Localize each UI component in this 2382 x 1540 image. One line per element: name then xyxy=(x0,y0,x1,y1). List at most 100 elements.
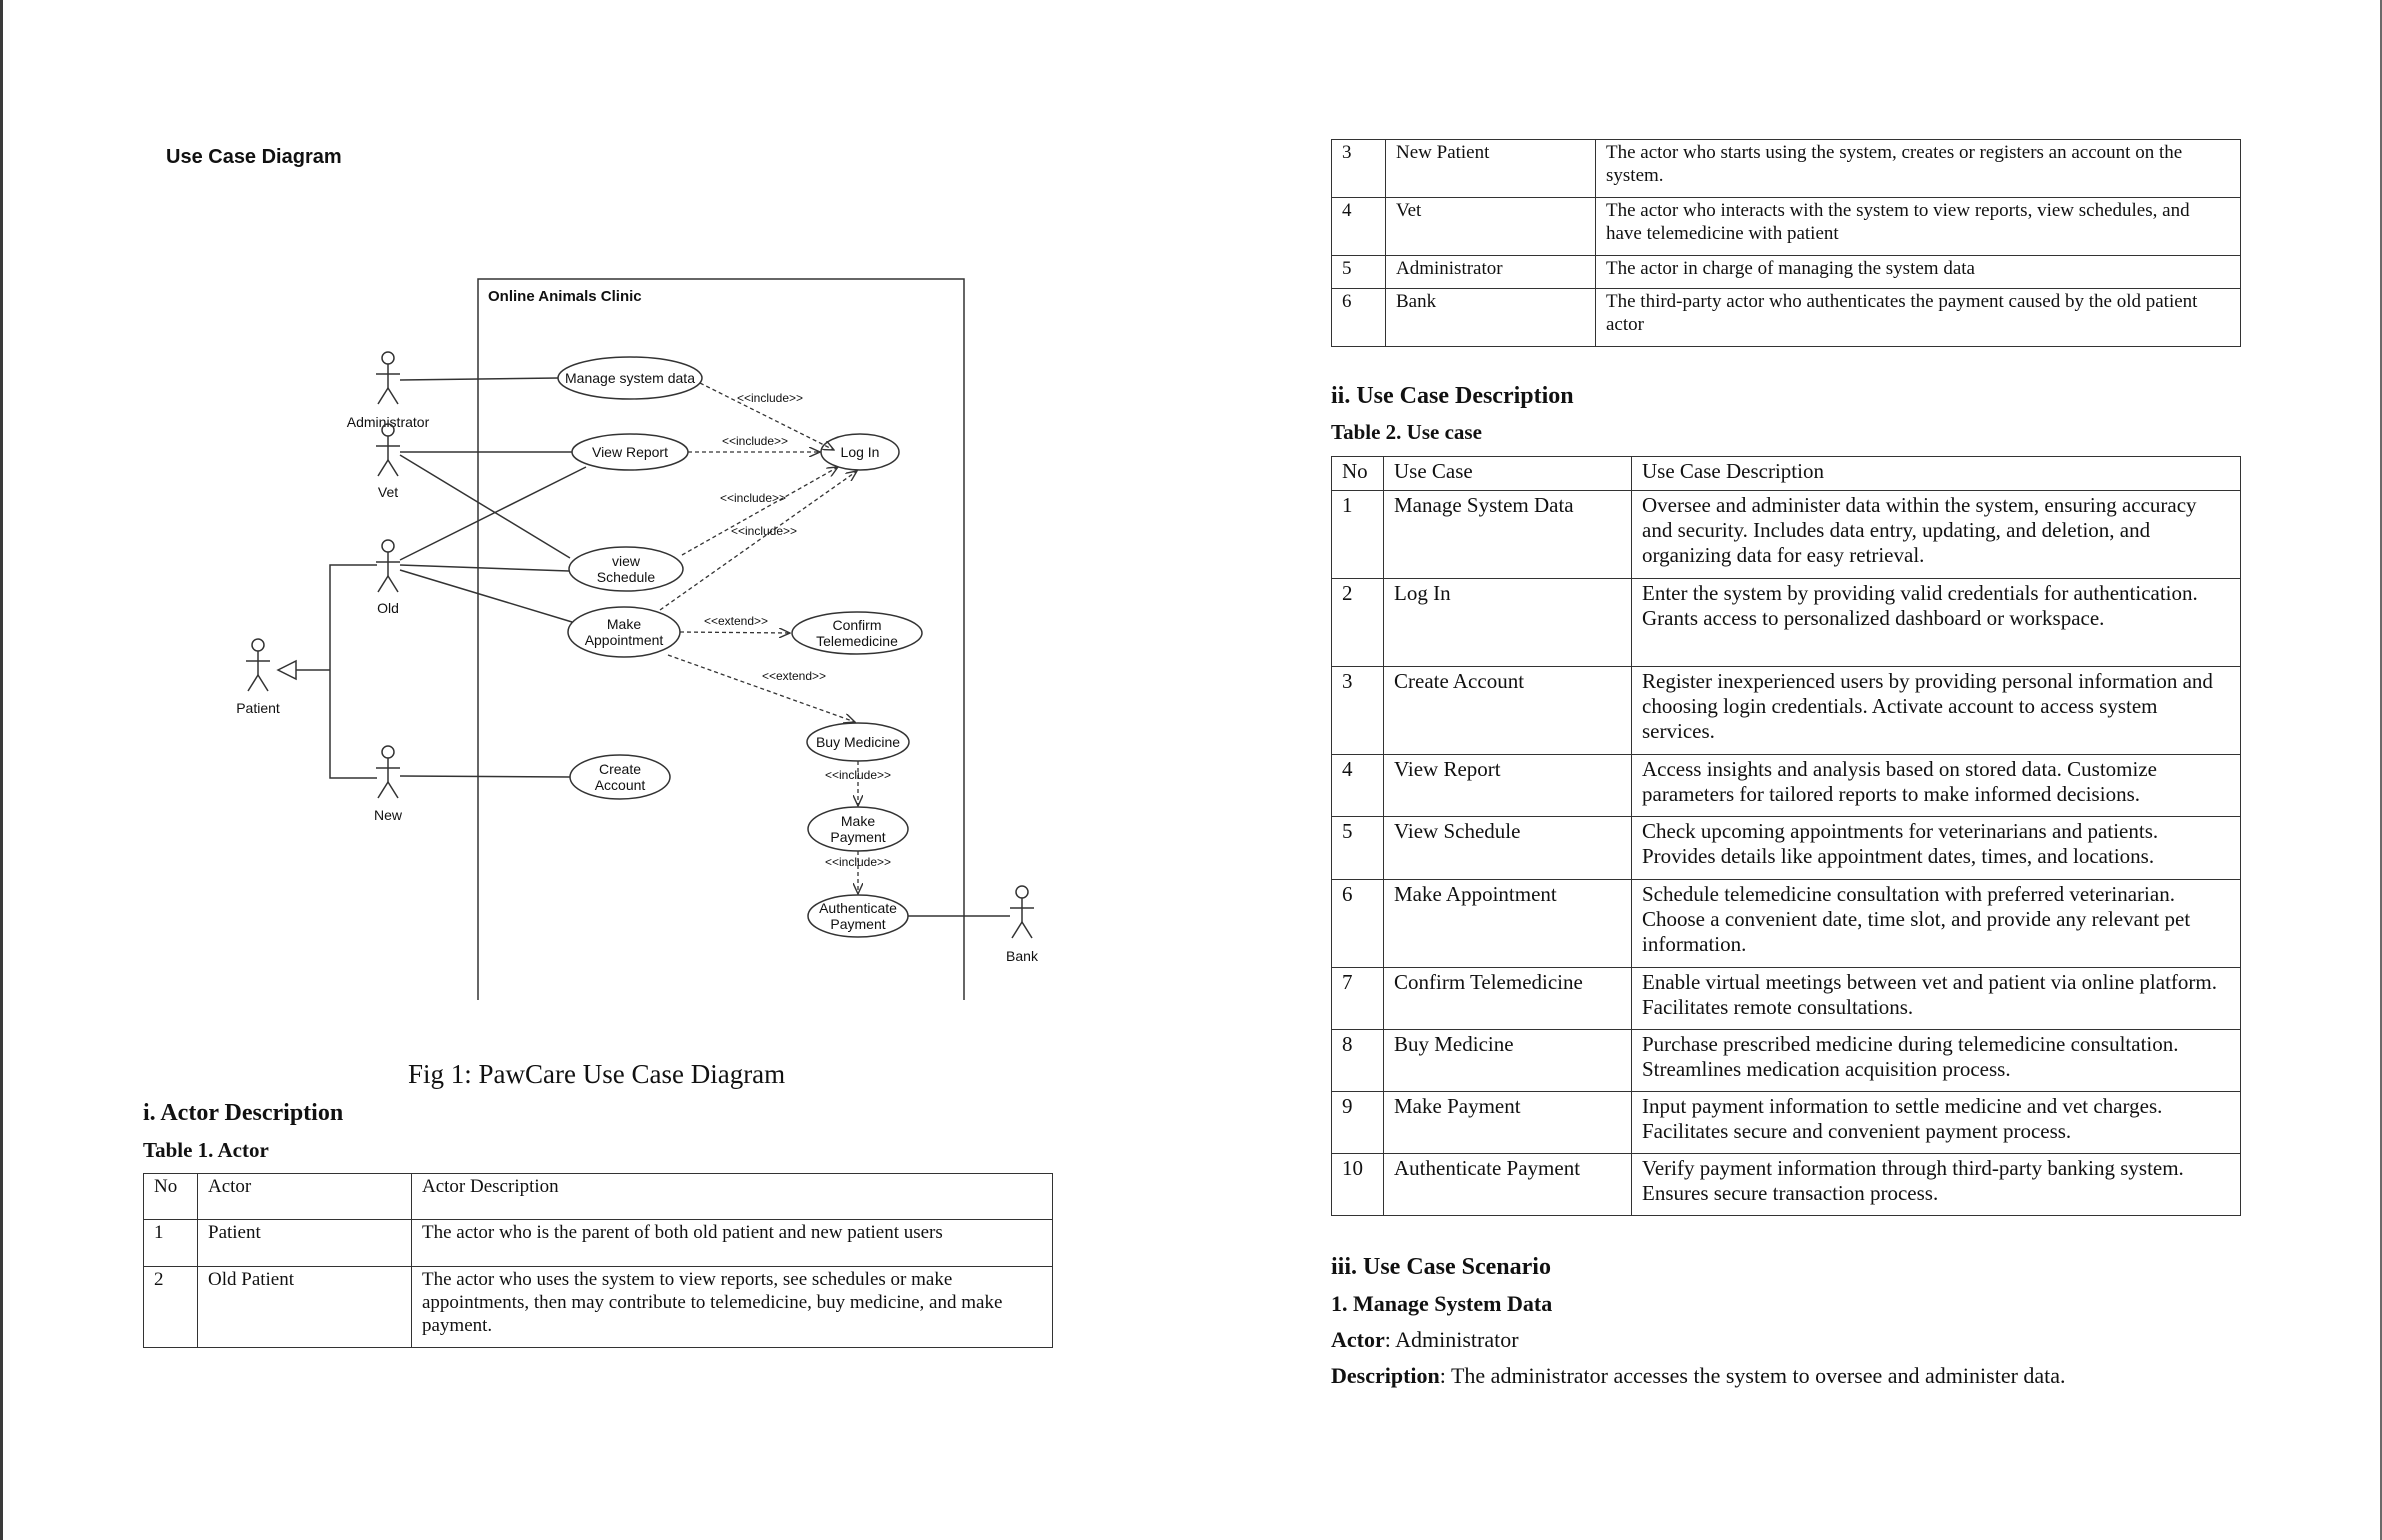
actor-head xyxy=(251,638,265,652)
table-cell: 1 xyxy=(1331,490,1384,579)
scenario-actor-label: Actor xyxy=(1331,1327,1385,1352)
table-row: 8 Buy Medicine Purchase prescribed medic… xyxy=(1331,1029,2241,1092)
header-cell: No xyxy=(143,1173,198,1220)
relationship-r-appointment-login xyxy=(659,471,857,611)
actor-leg-right xyxy=(387,387,399,405)
scenario-actor-line: Actor: Administrator xyxy=(1331,1327,1519,1353)
actor-leg-left xyxy=(377,781,389,799)
relationship-r-buy-payment-label: <<include>> xyxy=(825,768,891,782)
usecase-appointment-label: Appointment xyxy=(585,632,664,648)
usecase-payment-label: Payment xyxy=(830,829,885,845)
usecase-table: No Use Case Use Case Description 1 Manag… xyxy=(1331,456,2241,1216)
relationship-r-manage-login xyxy=(699,382,834,450)
table-cell: Bank xyxy=(1385,288,1596,347)
actor-vet-label: Vet xyxy=(378,484,398,500)
table-cell: 6 xyxy=(1331,288,1386,347)
table-row: 1 Manage System Data Oversee and adminis… xyxy=(1331,490,2241,579)
table-header-row: No Actor Actor Description xyxy=(143,1173,1053,1220)
actor-new-label: New xyxy=(374,807,403,823)
table-row: 6 Make Appointment Schedule telemedicine… xyxy=(1331,879,2241,968)
table-row: 5 Administrator The actor in charge of m… xyxy=(1331,255,2241,289)
usecase-appointment-label: Make xyxy=(607,616,641,632)
relationship-r-schedule-login xyxy=(681,467,838,556)
table-cell: Make Appointment xyxy=(1383,879,1632,968)
actor-head xyxy=(381,745,395,759)
association-line xyxy=(399,569,573,623)
table-cell: 2 xyxy=(143,1266,198,1348)
table-row: 10 Authenticate Payment Verify payment i… xyxy=(1331,1153,2241,1216)
header-cell: Actor xyxy=(197,1173,412,1220)
table-cell: 5 xyxy=(1331,255,1386,289)
usecase-schedule-ellipse xyxy=(568,546,684,592)
actor-head xyxy=(381,351,395,365)
table-cell: 5 xyxy=(1331,816,1384,880)
system-boundary xyxy=(477,278,965,1000)
header-cell: Use Case Description xyxy=(1631,456,2241,491)
table-cell: Enable virtual meetings between vet and … xyxy=(1631,967,2241,1030)
header-cell: Use Case xyxy=(1383,456,1632,491)
relationship-r-appointment-login-label: <<include>> xyxy=(731,524,797,538)
usecase-confirm-ellipse xyxy=(791,611,923,655)
actor-leg-left xyxy=(247,674,259,692)
table-row: 5 View Schedule Check upcoming appointme… xyxy=(1331,816,2241,880)
table-cell: The actor in charge of managing the syst… xyxy=(1595,255,2241,289)
table-row: 7 Confirm Telemedicine Enable virtual me… xyxy=(1331,967,2241,1030)
table-cell: Access insights and analysis based on st… xyxy=(1631,754,2241,817)
table-cell: Authenticate Payment xyxy=(1383,1153,1632,1216)
actor-leg-left xyxy=(377,387,389,405)
header-cell: No xyxy=(1331,456,1384,491)
actor-leg-left xyxy=(377,575,389,593)
actor-leg-right xyxy=(1021,921,1033,939)
actor-leg-right xyxy=(387,459,399,477)
actor-leg-right xyxy=(387,575,399,593)
table-cell: Patient xyxy=(197,1219,412,1267)
actor-old-figure xyxy=(376,539,400,593)
table-cell: 6 xyxy=(1331,879,1384,968)
table-cell: The third-party actor who authenticates … xyxy=(1595,288,2241,347)
actor-vet-figure xyxy=(376,423,400,477)
table-cell: The actor who interacts with the system … xyxy=(1595,197,2241,256)
table-cell: 9 xyxy=(1331,1091,1384,1154)
actor-head xyxy=(1015,885,1029,899)
table-cell: The actor who starts using the system, c… xyxy=(1595,139,2241,198)
table-cell: Schedule telemedicine consultation with … xyxy=(1631,879,2241,968)
table-cell: Make Payment xyxy=(1383,1091,1632,1154)
table-cell: Purchase prescribed medicine during tele… xyxy=(1631,1029,2241,1092)
table-cell: Administrator xyxy=(1385,255,1596,289)
table-cell: Verify payment information through third… xyxy=(1631,1153,2241,1216)
relationship-r-payment-auth-label: <<include>> xyxy=(825,855,891,869)
usecase-schedule-label: view xyxy=(612,553,641,569)
usecase-section-title: ii. Use Case Description xyxy=(1331,383,1574,409)
usecase-auth-label: Payment xyxy=(830,916,885,932)
diagram-heading: Use Case Diagram xyxy=(166,146,342,168)
table-cell: 7 xyxy=(1331,967,1384,1030)
usecase-auth-label: Authenticate xyxy=(819,900,897,916)
header-cell: Actor Description xyxy=(411,1173,1053,1220)
association-line xyxy=(399,564,570,572)
actor-bank-figure xyxy=(1010,885,1034,939)
scenario-description-label: Description xyxy=(1331,1363,1440,1388)
table-cell: 3 xyxy=(1331,666,1384,755)
table-cell: 4 xyxy=(1331,197,1386,256)
actor-table-title: Table 1. Actor xyxy=(143,1138,269,1162)
generalization-bracket xyxy=(329,564,377,779)
table-cell: 3 xyxy=(1331,139,1386,198)
figure-caption: Fig 1: PawCare Use Case Diagram xyxy=(408,1059,786,1089)
association-line xyxy=(399,466,587,561)
table-cell: 4 xyxy=(1331,754,1384,817)
table-row: 3 Create Account Register inexperienced … xyxy=(1331,666,2241,755)
use-case-diagram: Online Animals ClinicAdministratorVetOld… xyxy=(236,278,1039,1000)
table-cell: View Schedule xyxy=(1383,816,1632,880)
table-row: 2 Old Patient The actor who uses the sys… xyxy=(143,1266,1053,1348)
actor-leg-right xyxy=(257,674,269,692)
table-cell: The actor who is the parent of both old … xyxy=(411,1219,1053,1267)
usecase-payment-label: Make xyxy=(841,813,875,829)
usecase-schedule-label: Schedule xyxy=(597,569,656,585)
table-cell: New Patient xyxy=(1385,139,1596,198)
table-cell: The actor who uses the system to view re… xyxy=(411,1266,1053,1348)
table-row: 9 Make Payment Input payment information… xyxy=(1331,1091,2241,1154)
actor-patient-figure xyxy=(246,638,270,692)
table-cell: Log In xyxy=(1383,578,1632,667)
scenario-item-title: 1. Manage System Data xyxy=(1331,1291,1553,1316)
actor-table: No Actor Actor Description 1 Patient The… xyxy=(143,1173,1053,1348)
